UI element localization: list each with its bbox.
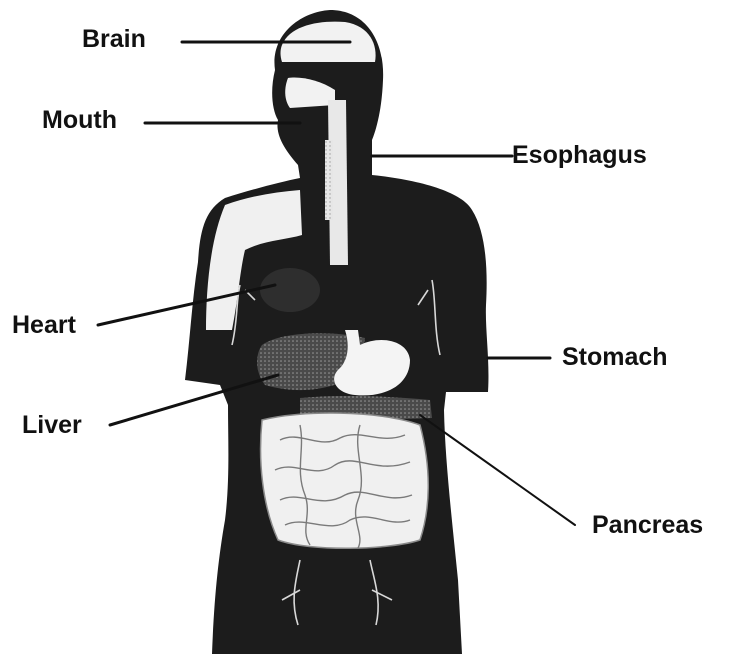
intestines-shape [261,413,429,548]
label-liver: Liver [22,413,82,438]
heart-shape [260,268,320,312]
label-heart: Heart [12,313,76,338]
label-brain: Brain [82,27,146,52]
label-esophagus: Esophagus [512,143,647,168]
label-stomach: Stomach [562,345,668,370]
label-mouth: Mouth [42,108,117,133]
label-pancreas: Pancreas [592,513,703,538]
throat-texture [325,140,333,220]
